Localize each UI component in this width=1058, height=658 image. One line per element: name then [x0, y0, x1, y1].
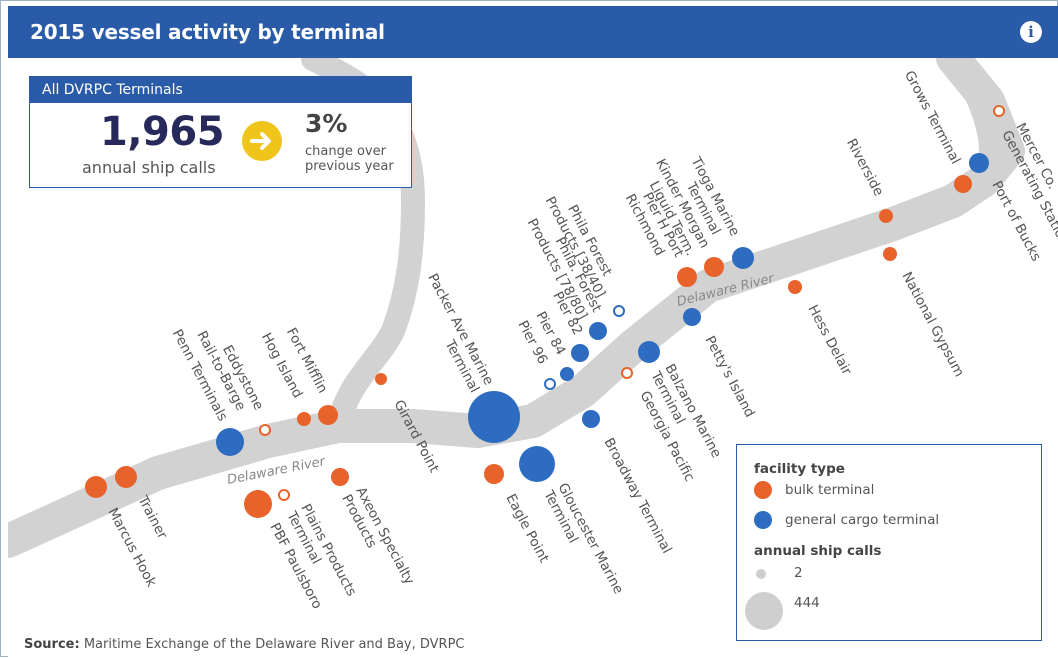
legend-ship-calls-title: annual ship calls [754, 543, 882, 559]
terminal-marker-hog-island[interactable] [297, 412, 311, 426]
terminal-marker-axeon[interactable] [331, 468, 349, 486]
change-percent: 3% [305, 109, 348, 138]
terminal-label-trainer: Trainer [134, 492, 171, 542]
terminal-marker-pier-h[interactable] [677, 267, 697, 287]
terminal-marker-eagle-point[interactable] [484, 464, 504, 484]
terminal-marker-pier-82[interactable] [571, 344, 589, 362]
terminal-marker-riverside[interactable] [879, 209, 893, 223]
terminal-marker-phila-forest-38-40[interactable] [613, 305, 625, 317]
terminal-markers [85, 105, 1005, 518]
terminal-marker-pier-84[interactable] [560, 367, 574, 381]
terminal-label-pettys-island: Petty's Island [701, 333, 757, 420]
change-label: change over previous year [305, 144, 394, 174]
terminal-label-riverside: Riverside [843, 136, 887, 199]
legend: facility type bulk terminal general carg… [736, 444, 1042, 641]
terminal-marker-hess-delair[interactable] [788, 280, 802, 294]
terminal-label-hess-delair: Hess Delair [804, 302, 854, 378]
legend-min-label: 2 [794, 565, 803, 581]
terminal-marker-broadway[interactable] [582, 410, 600, 428]
map[interactable]: Delaware River Delaware River [8, 58, 1058, 658]
total-ship-calls: 1,965 [100, 109, 225, 155]
terminal-marker-kinder-morgan[interactable] [704, 257, 724, 277]
terminal-marker-pettys-island[interactable] [683, 308, 701, 326]
terminal-label-broadway: Broadway Terminal [600, 435, 674, 556]
legend-max-label: 444 [794, 595, 820, 611]
terminal-label-gloucester: Gloucester MarineTerminal [540, 479, 627, 604]
terminal-marker-penn-terminals[interactable] [216, 428, 244, 456]
terminal-marker-girard-point[interactable] [375, 373, 387, 385]
terminal-marker-trainer[interactable] [115, 466, 137, 488]
terminal-marker-tioga[interactable] [732, 247, 754, 269]
terminal-marker-mercer[interactable] [993, 105, 1005, 117]
terminal-marker-gloucester[interactable] [519, 446, 555, 482]
terminal-marker-georgia-pacific[interactable] [621, 367, 633, 379]
cargo-swatch [754, 511, 772, 529]
terminal-marker-packer-ave[interactable] [468, 391, 520, 443]
terminal-marker-eddystone[interactable] [259, 424, 271, 436]
size-max-swatch [745, 592, 783, 630]
page-title: 2015 vessel activity by terminal [30, 20, 385, 44]
info-icon[interactable]: i [1020, 21, 1042, 43]
header-bar: 2015 vessel activity by terminal i [8, 6, 1058, 58]
terminal-marker-plains-products[interactable] [278, 489, 290, 501]
terminal-marker-port-of-bucks[interactable] [969, 153, 989, 173]
terminal-marker-grows[interactable] [954, 175, 972, 193]
legend-cargo-label: general cargo terminal [785, 512, 940, 528]
terminal-marker-pier-96[interactable] [544, 378, 556, 390]
terminal-marker-balzano[interactable] [638, 341, 660, 363]
size-min-swatch [756, 569, 766, 579]
source-note: Source: Maritime Exchange of the Delawar… [24, 637, 465, 652]
summary-panel: All DVRPC Terminals 1,965 annual ship ca… [29, 76, 412, 188]
source-text: Maritime Exchange of the Delaware River … [83, 637, 465, 652]
arrow-right-icon [242, 121, 282, 161]
legend-facility-title: facility type [754, 461, 845, 477]
summary-header: All DVRPC Terminals [30, 77, 411, 103]
terminal-label-national-gypsum: National Gypsum [898, 269, 967, 379]
terminal-marker-phila-forest-78-80[interactable] [589, 322, 607, 340]
bulk-swatch [754, 481, 772, 499]
terminal-marker-pbf-paulsboro[interactable] [244, 490, 272, 518]
source-label: Source: [24, 637, 80, 652]
terminal-label-packer-ave: Packer Ave MarineTerminal [410, 271, 496, 395]
legend-bulk-label: bulk terminal [785, 482, 875, 498]
total-ship-calls-label: annual ship calls [82, 158, 216, 177]
terminal-marker-national-gypsum[interactable] [883, 247, 897, 261]
terminal-marker-fort-mifflin[interactable] [318, 405, 338, 425]
terminal-marker-marcus-hook[interactable] [85, 476, 107, 498]
